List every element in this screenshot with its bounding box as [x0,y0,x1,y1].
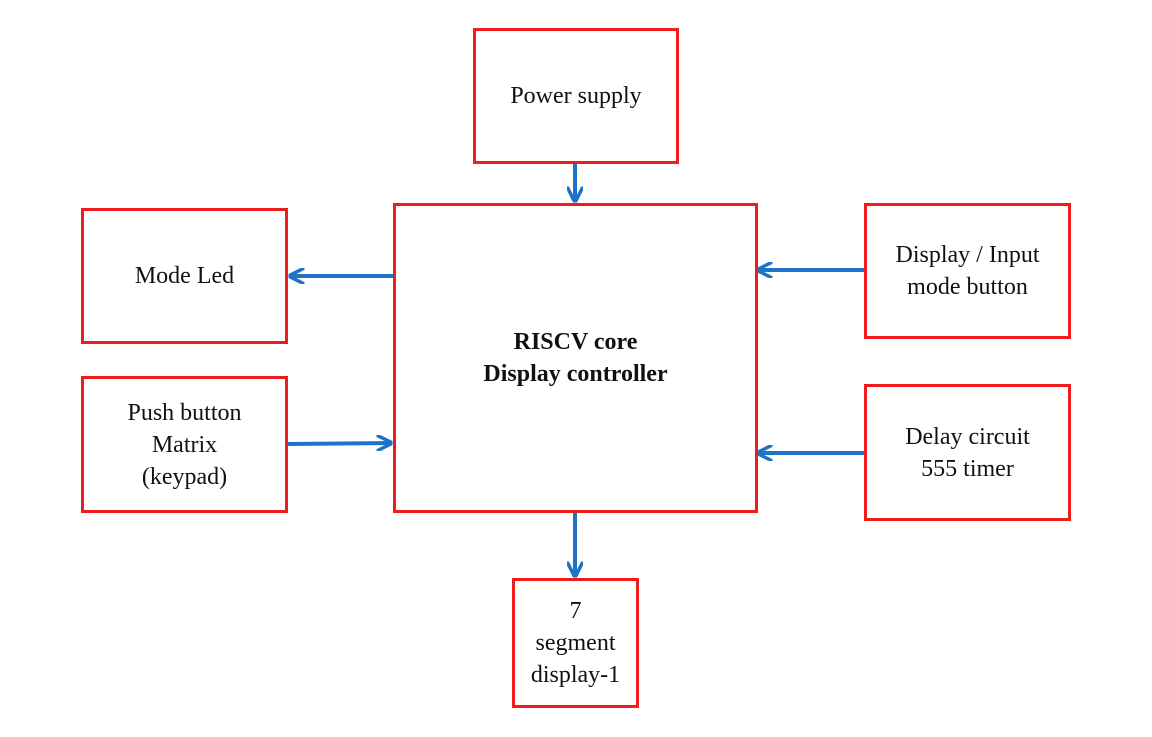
push-button-matrix-label: Push button Matrix (keypad) [127,399,242,490]
seven-segment-node: 7 segment display-1 [512,578,639,708]
core-node: RISCV core Display controller [393,203,758,513]
arrow-keypad-to-core [287,443,391,444]
mode-led-node: Mode Led [81,208,288,344]
seven-segment-label: 7 segment display-1 [530,598,621,688]
mode-led-label: Mode Led [134,263,235,289]
delay-circuit-node: Delay circuit 555 timer [864,384,1071,521]
delay-circuit-label: Delay circuit 555 timer [905,423,1030,482]
core-label: RISCV core Display controller [483,329,668,387]
power-supply-node: Power supply [473,28,679,164]
push-button-matrix-node: Push button Matrix (keypad) [81,376,288,513]
display-input-button-node: Display / Input mode button [864,203,1071,339]
display-input-button-label: Display / Input mode button [895,242,1040,300]
power-supply-label: Power supply [510,83,642,109]
